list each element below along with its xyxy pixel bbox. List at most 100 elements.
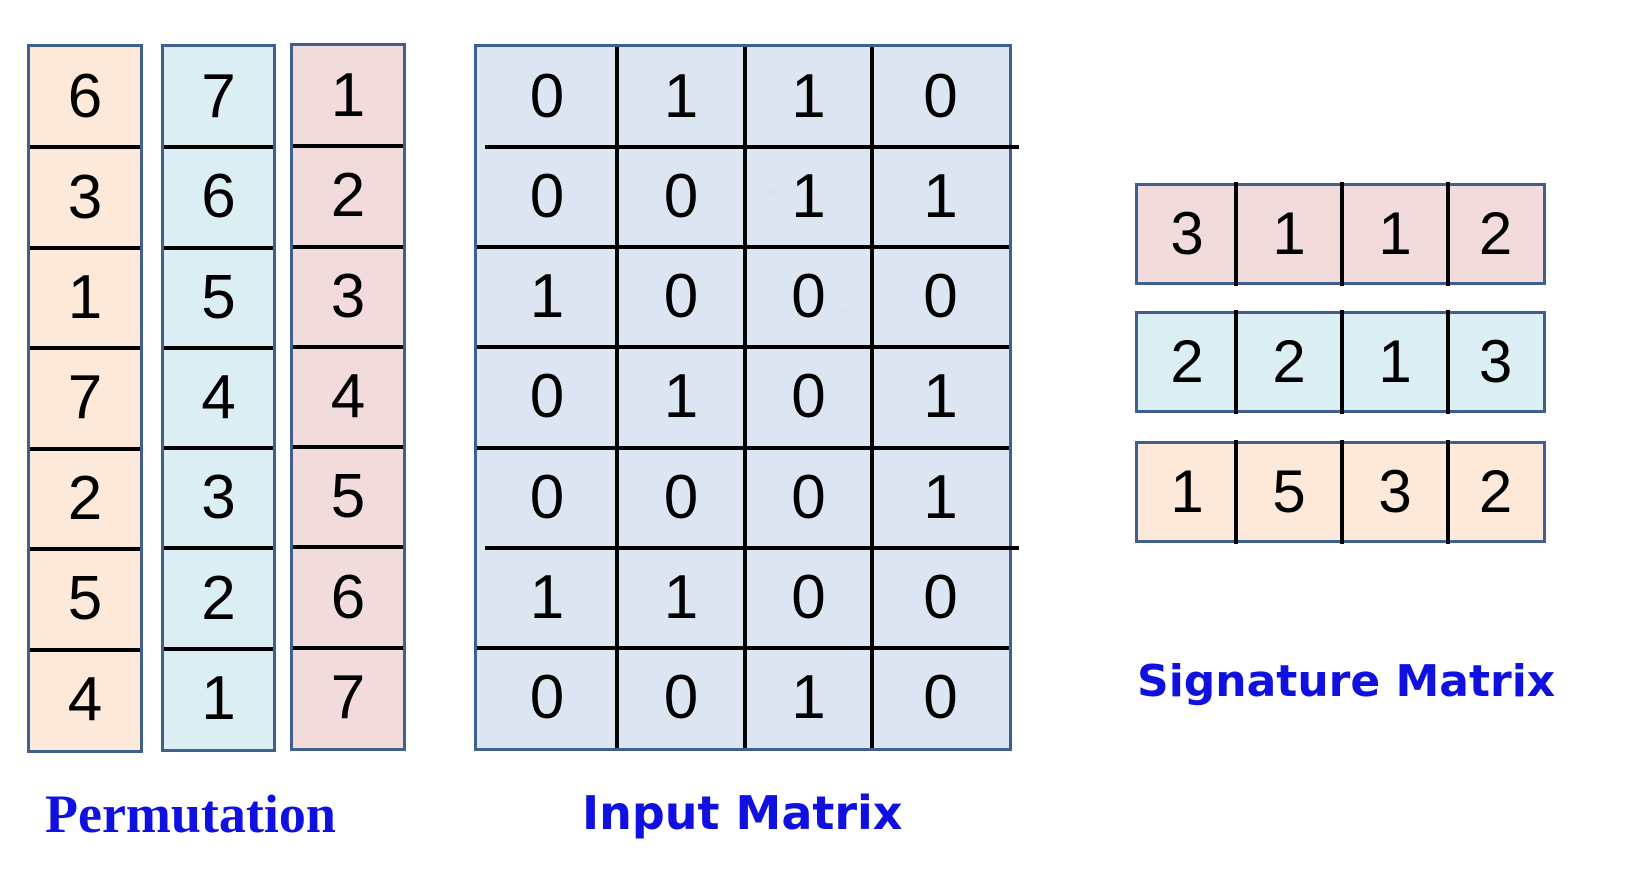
permutation-value: 4: [330, 361, 366, 431]
row-divider: [30, 647, 140, 652]
signature-matrix-caption: Signature Matrix: [1137, 656, 1556, 707]
permutation-value: 3: [330, 261, 366, 331]
permutation-caption: Permutation: [45, 784, 336, 844]
signature-cell: 2: [1272, 328, 1306, 395]
row-divider: [30, 547, 140, 552]
column-divider: [1234, 182, 1238, 286]
column-divider: [1340, 440, 1344, 544]
row-divider: [293, 244, 403, 249]
column-divider: [1340, 182, 1344, 286]
permutation-value: 2: [330, 161, 366, 231]
signature-cell: 2: [1478, 458, 1513, 525]
input-matrix-cell: 0: [529, 162, 565, 232]
row-divider: [164, 546, 273, 551]
permutation-value: 2: [201, 563, 236, 633]
permutation-value: 6: [330, 562, 366, 632]
row-divider: [293, 645, 403, 650]
row-divider: [477, 345, 1009, 350]
signature-cell: 3: [1478, 328, 1513, 395]
input-matrix-cell: 0: [923, 62, 958, 132]
column-divider: [1340, 310, 1344, 414]
column-divider: [743, 47, 747, 748]
input-matrix-cell: 0: [791, 562, 826, 632]
input-matrix-cell: 0: [529, 662, 565, 732]
row-divider: [293, 545, 403, 550]
input-matrix-cell: 0: [529, 62, 565, 132]
input-matrix-cell: 1: [529, 562, 565, 632]
sparkle-icon: ✧: [767, 184, 779, 200]
input-matrix-cell: 0: [529, 362, 565, 432]
row-divider: [30, 446, 140, 451]
sparkle-icon: ✧: [839, 302, 851, 318]
row-divider: [30, 145, 140, 150]
signature-cell: 1: [1378, 328, 1412, 395]
permutation-value: 3: [67, 162, 103, 232]
column-divider: [1446, 440, 1450, 544]
input-matrix-caption: Input Matrix: [582, 786, 903, 840]
permutation-column-3: 1 2 3 4 5 6 7: [290, 43, 406, 751]
input-matrix-cell: 0: [663, 462, 699, 532]
row-divider: [485, 145, 1019, 150]
permutation-value: 5: [330, 462, 366, 532]
row-divider-extended: [33, 538, 409, 542]
permutation-value: 1: [67, 263, 103, 333]
row-divider: [293, 344, 403, 349]
input-matrix-cell: 1: [791, 662, 826, 732]
sparkle-icon: ✧: [835, 256, 847, 272]
signature-cell: 5: [1272, 458, 1306, 525]
row-divider: [293, 445, 403, 450]
row-divider: [485, 545, 1019, 550]
input-matrix-cell: 0: [663, 662, 699, 732]
input-matrix-cell: 1: [923, 462, 958, 532]
input-matrix-cell: 0: [663, 262, 699, 332]
column-divider: [1234, 310, 1238, 414]
column-divider: [1234, 440, 1238, 544]
input-matrix-cell: 0: [923, 662, 958, 732]
input-matrix-cell: 1: [791, 162, 826, 232]
permutation-value: 7: [201, 62, 236, 132]
signature-cell: 1: [1170, 458, 1204, 525]
input-matrix-cell: 1: [663, 362, 699, 432]
column-divider: [1446, 310, 1450, 414]
signature-cell: 1: [1272, 200, 1306, 267]
permutation-value: 7: [330, 662, 366, 732]
input-matrix-cell: 1: [663, 62, 699, 132]
input-matrix-cell: 0: [663, 162, 699, 232]
input-matrix-cell: 1: [923, 162, 958, 232]
row-divider: [477, 245, 1009, 250]
column-divider: [1446, 182, 1450, 286]
input-matrix-cell: 0: [923, 262, 958, 332]
permutation-value: 6: [201, 162, 236, 232]
row-divider: [477, 645, 1009, 650]
row-divider: [164, 245, 273, 250]
input-matrix-cell: 0: [791, 362, 826, 432]
input-matrix-cell: 0: [791, 262, 826, 332]
row-divider: [164, 646, 273, 651]
permutation-value: 1: [201, 663, 236, 733]
permutation-value: 3: [201, 463, 236, 533]
signature-cell: 3: [1170, 200, 1204, 267]
permutation-value: 2: [67, 463, 103, 533]
input-matrix-cell: 1: [923, 362, 958, 432]
input-matrix-cell: 1: [529, 262, 565, 332]
row-divider: [164, 446, 273, 451]
input-matrix-cell: 0: [529, 462, 565, 532]
row-divider: [477, 445, 1009, 450]
signature-cell: 2: [1478, 200, 1513, 267]
permutation-value: 4: [201, 362, 236, 432]
input-matrix-cell: 1: [791, 62, 826, 132]
permutation-value: 1: [330, 61, 366, 131]
column-divider: [870, 47, 874, 748]
permutation-value: 5: [201, 262, 236, 332]
row-divider: [164, 145, 273, 150]
input-matrix-cell: 0: [791, 462, 826, 532]
signature-cell: 1: [1378, 200, 1412, 267]
permutation-value: 4: [67, 664, 103, 734]
row-divider: [30, 245, 140, 250]
column-divider: [615, 47, 619, 748]
row-divider: [293, 144, 403, 149]
